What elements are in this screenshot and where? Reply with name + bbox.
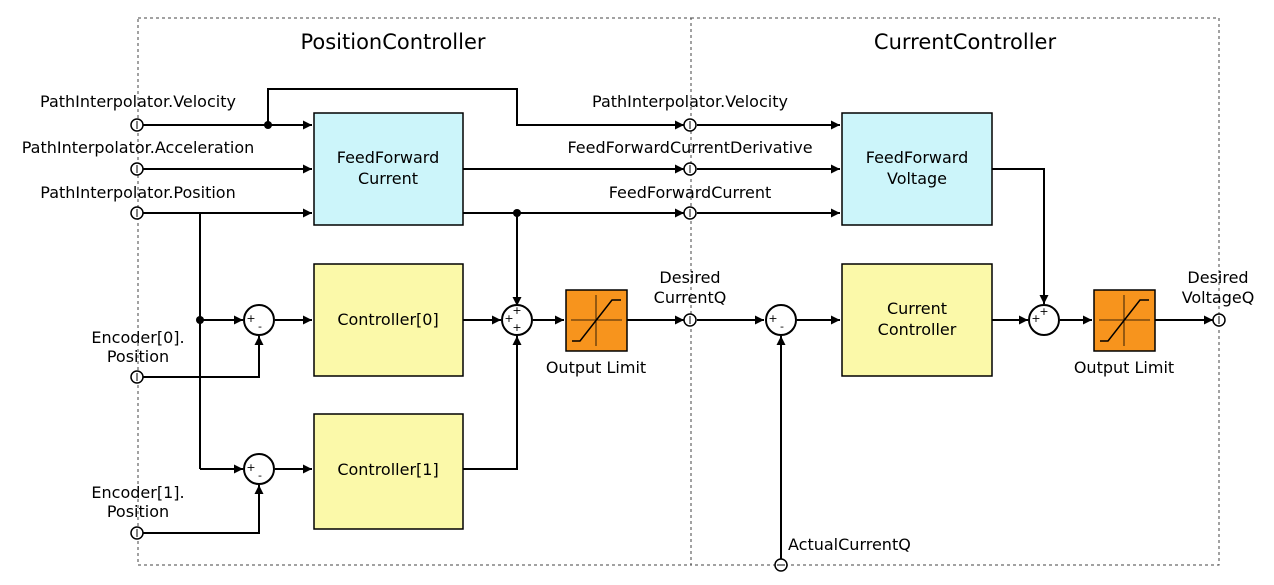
signal-ff-current-label: FeedForwardCurrent bbox=[609, 183, 772, 202]
svg-text:-: - bbox=[258, 469, 262, 482]
current-controller-block bbox=[841, 263, 993, 377]
svg-text:+: + bbox=[1039, 305, 1048, 318]
input-encoder1-label-1: Encoder[1]. bbox=[91, 483, 184, 502]
svg-text:+: + bbox=[512, 304, 521, 317]
svg-text:+: + bbox=[1031, 312, 1040, 325]
summer-voltage: + + bbox=[1028, 304, 1060, 336]
feedforward-voltage-label-1: FeedForward bbox=[866, 148, 969, 167]
feedforward-current-label-1: FeedForward bbox=[337, 148, 440, 167]
feedforward-voltage-block bbox=[841, 112, 993, 226]
signal-ff-derivative-label: FeedForwardCurrentDerivative bbox=[567, 138, 812, 157]
input-acceleration-label: PathInterpolator.Acceleration bbox=[22, 138, 255, 157]
input-encoder1-label-2: Position bbox=[107, 502, 169, 521]
feedforward-current-label-2: Current bbox=[358, 169, 418, 188]
svg-text:-: - bbox=[258, 320, 262, 333]
svg-text:-: - bbox=[780, 320, 784, 333]
controller0-block bbox=[313, 263, 464, 377]
input-encoder0-label-2: Position bbox=[107, 347, 169, 366]
signal-desired-current-label-2: CurrentQ bbox=[654, 288, 727, 307]
feedforward-current-block bbox=[313, 112, 464, 226]
wires bbox=[143, 88, 1213, 559]
signal-velocity-label: PathInterpolator.Velocity bbox=[592, 92, 788, 111]
subtractor-1: + - bbox=[243, 453, 275, 485]
signal-desired-voltage-label-1: Desired bbox=[1187, 268, 1248, 287]
feedforward-voltage-label-2: Voltage bbox=[887, 169, 947, 188]
svg-text:+: + bbox=[512, 321, 521, 334]
svg-text:+: + bbox=[246, 461, 255, 474]
current-controller-title: CurrentController bbox=[874, 30, 1057, 54]
position-controller-frame bbox=[137, 17, 692, 566]
output-limit-label-2: Output Limit bbox=[1074, 358, 1174, 377]
controller1-block bbox=[313, 413, 464, 530]
svg-text:+: + bbox=[768, 312, 777, 325]
signal-desired-voltage-label-2: VoltageQ bbox=[1182, 288, 1255, 307]
current-controller-label-1: Current bbox=[887, 299, 947, 318]
summer-position: + + + bbox=[501, 304, 533, 336]
subtractor-0: + - bbox=[243, 304, 275, 336]
current-controller-label-2: Controller bbox=[878, 320, 957, 339]
junction-dots bbox=[196, 121, 521, 324]
output-limit-block-1 bbox=[565, 289, 628, 352]
subtractor-current: + - bbox=[765, 304, 797, 336]
controller1-label: Controller[1] bbox=[337, 460, 438, 479]
boundary-ports bbox=[683, 118, 1226, 572]
controller0-label: Controller[0] bbox=[337, 310, 438, 329]
input-ports bbox=[130, 118, 144, 540]
position-controller-title: PositionController bbox=[300, 30, 485, 54]
svg-text:+: + bbox=[246, 312, 255, 325]
output-limit-block-2 bbox=[1093, 289, 1156, 352]
input-velocity-label: PathInterpolator.Velocity bbox=[40, 92, 236, 111]
svg-text:+: + bbox=[504, 312, 513, 325]
signal-desired-current-label-1: Desired bbox=[659, 268, 720, 287]
input-position-label: PathInterpolator.Position bbox=[40, 183, 235, 202]
input-encoder0-label-1: Encoder[0]. bbox=[91, 328, 184, 347]
output-limit-label-1: Output Limit bbox=[546, 358, 646, 377]
current-controller-frame bbox=[690, 17, 1220, 566]
signal-actual-current-label: ActualCurrentQ bbox=[788, 535, 911, 554]
